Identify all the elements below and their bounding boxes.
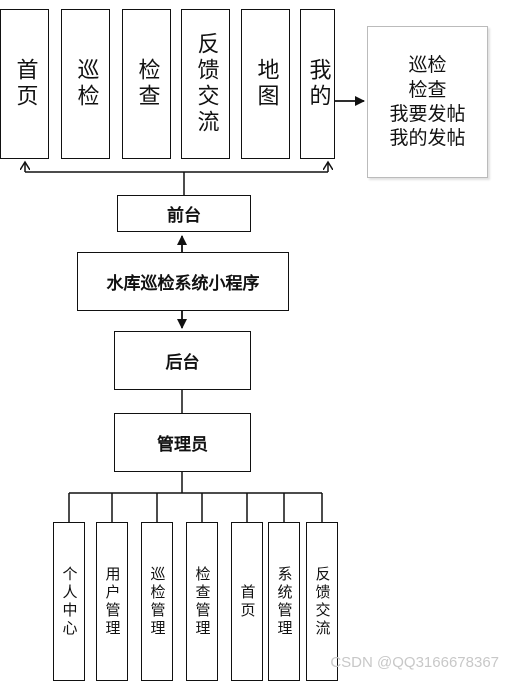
admin-module-label: 用户管理 [103,565,122,638]
admin-label: 管理员 [157,435,208,455]
top-module-label: 我的 [305,58,331,110]
top-module-inspection: 检查 [122,9,171,159]
top-module-label: 首页 [12,58,38,110]
top-module-label: 检查 [134,58,160,110]
admin-module-label: 检查管理 [193,565,212,638]
admin-node: 管理员 [114,413,251,472]
admin-module-label: 个人中心 [60,565,79,638]
frontend-node: 前台 [117,195,251,232]
top-module-feedback: 反馈交流 [181,9,230,159]
top-module-label: 巡检 [73,58,99,110]
top-connector [25,162,328,195]
watermark: CSDN @QQ3166678367 [330,654,499,671]
backend-label: 后台 [165,353,200,373]
top-module-mine: 我的 [300,9,335,159]
top-module-map: 地图 [241,9,290,159]
submenu-item: 我的发帖 [389,127,466,150]
system-label: 水库巡检系统小程序 [106,274,260,294]
admin-module-label: 首页 [238,583,257,620]
admin-module-label: 反馈交流 [313,565,332,638]
admin-module-user-management: 用户管理 [96,522,128,681]
submenu-item: 检查 [408,78,447,101]
admin-module-system-management: 系统管理 [268,522,300,681]
submenu-item: 我要发帖 [389,103,466,125]
admin-module-patrol-management: 巡检管理 [141,522,173,681]
backend-node: 后台 [114,331,251,390]
top-module-label: 地图 [253,58,279,110]
top-module-label: 反馈交流 [193,32,219,136]
admin-tree-connector [68,472,323,522]
submenu-item: 巡检 [408,54,447,77]
admin-module-label: 巡检管理 [148,565,167,638]
admin-module-home: 首页 [231,522,263,681]
frontend-label: 前台 [167,206,201,226]
top-module-home: 首页 [0,9,49,159]
system-node: 水库巡检系统小程序 [77,252,289,311]
mine-submenu-panel: 巡检 检查 我要发帖 我的发帖 [367,26,488,178]
admin-module-feedback: 反馈交流 [306,522,338,681]
top-module-patrol: 巡检 [61,9,110,159]
admin-module-inspection-management: 检查管理 [186,522,218,681]
admin-module-personal-center: 个人中心 [53,522,85,681]
admin-module-label: 系统管理 [275,565,294,638]
